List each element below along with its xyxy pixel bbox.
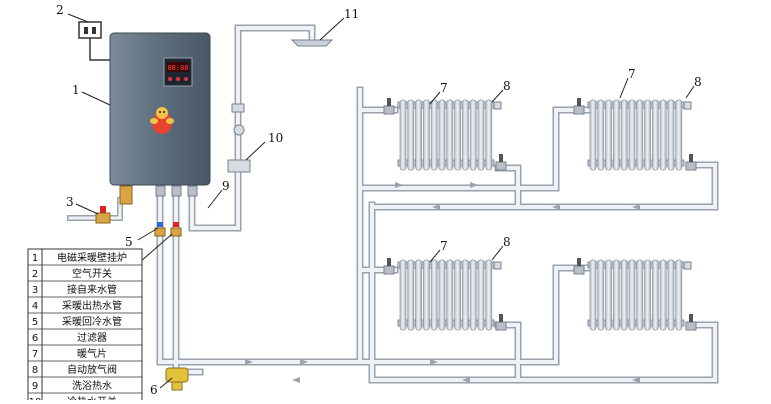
- callout-9: 9: [222, 179, 230, 193]
- legend-text: 洗浴热水: [72, 379, 112, 392]
- boiler-button-icon: [168, 77, 172, 81]
- radiator-valve-icon: [383, 258, 395, 275]
- legend-number: 1: [32, 253, 38, 264]
- shower-head-icon: [290, 39, 334, 47]
- callout-8-bottom-left: 8: [503, 235, 511, 249]
- legend-text: 过滤器: [77, 331, 107, 344]
- callout-1: 1: [72, 83, 80, 97]
- radiator-bottom-right: [573, 258, 697, 331]
- tap-water-valve-handle: [100, 206, 106, 213]
- callout-3: 3: [66, 195, 74, 209]
- legend-number: 7: [32, 349, 38, 360]
- radiators: [383, 98, 697, 331]
- legend-text: 采暖回冷水管: [62, 315, 122, 328]
- air-vent-valve-icon: [493, 101, 502, 110]
- legend-text: 自动放气阀: [67, 363, 117, 376]
- legend-text: 接自来水管: [67, 283, 117, 296]
- air-vent-valve-icon: [683, 261, 692, 270]
- callout-5: 5: [125, 235, 133, 249]
- radiator-valve-icon: [383, 98, 395, 115]
- radiator-top-right: [573, 98, 697, 171]
- legend-number: 8: [32, 365, 38, 376]
- boiler-wall-heater: 88:88: [109, 32, 211, 186]
- radiator-bottom-left: [383, 258, 507, 331]
- boiler-fittings: [95, 185, 198, 237]
- radiator-valve-icon: [685, 154, 697, 171]
- boiler-display: [167, 62, 189, 72]
- legend-number: 3: [32, 285, 38, 296]
- legend-table: 1 电磁采暖壁挂炉 2 空气开关 3 接自来水管 4 采暖出热水管 5 采暖回冷水管 6 过滤器 7 暖气…: [27, 248, 143, 404]
- radiator-valve-icon: [495, 154, 507, 171]
- callout-lines: [67, 13, 695, 389]
- radiator-top-left: [383, 98, 507, 171]
- callout-7-top-right: 7: [628, 67, 636, 81]
- legend-text: 电磁采暖壁挂炉: [57, 251, 127, 264]
- filter: [165, 367, 189, 391]
- shower-assembly: [227, 39, 334, 173]
- legend-number: 9: [32, 381, 38, 392]
- flow-arrows: [245, 182, 640, 383]
- legend-number: 2: [32, 269, 38, 280]
- boiler-display-text: 88:88: [167, 64, 188, 72]
- air-vent-valve-icon: [683, 101, 692, 110]
- air-switch: [78, 21, 110, 61]
- legend-number: 6: [32, 333, 38, 344]
- boiler-button-icon: [184, 77, 188, 81]
- boiler-button-icon: [176, 77, 180, 81]
- callout-7-bottom-left: 7: [440, 239, 448, 253]
- legend-text: 暖气片: [77, 347, 107, 360]
- callout-6: 6: [150, 383, 158, 397]
- legend-text: 空气开关: [72, 267, 112, 280]
- legend-number: 5: [32, 317, 38, 328]
- air-vent-valve-icon: [493, 261, 502, 270]
- callout-11: 11: [344, 7, 359, 21]
- radiator-valve-icon: [573, 258, 585, 275]
- legend-text: 采暖出热水管: [62, 299, 122, 312]
- legend-number: 4: [32, 301, 38, 312]
- radiator-valve-icon: [495, 314, 507, 331]
- callout-2: 2: [56, 3, 64, 17]
- callout-8-top-left: 8: [503, 79, 511, 93]
- mascot-logo: [150, 107, 174, 134]
- radiator-valve-icon: [685, 314, 697, 331]
- radiator-valve-icon: [573, 98, 585, 115]
- callout-8-top-right: 8: [694, 75, 702, 89]
- callout-7-top-left: 7: [440, 81, 448, 95]
- callout-10: 10: [268, 131, 283, 145]
